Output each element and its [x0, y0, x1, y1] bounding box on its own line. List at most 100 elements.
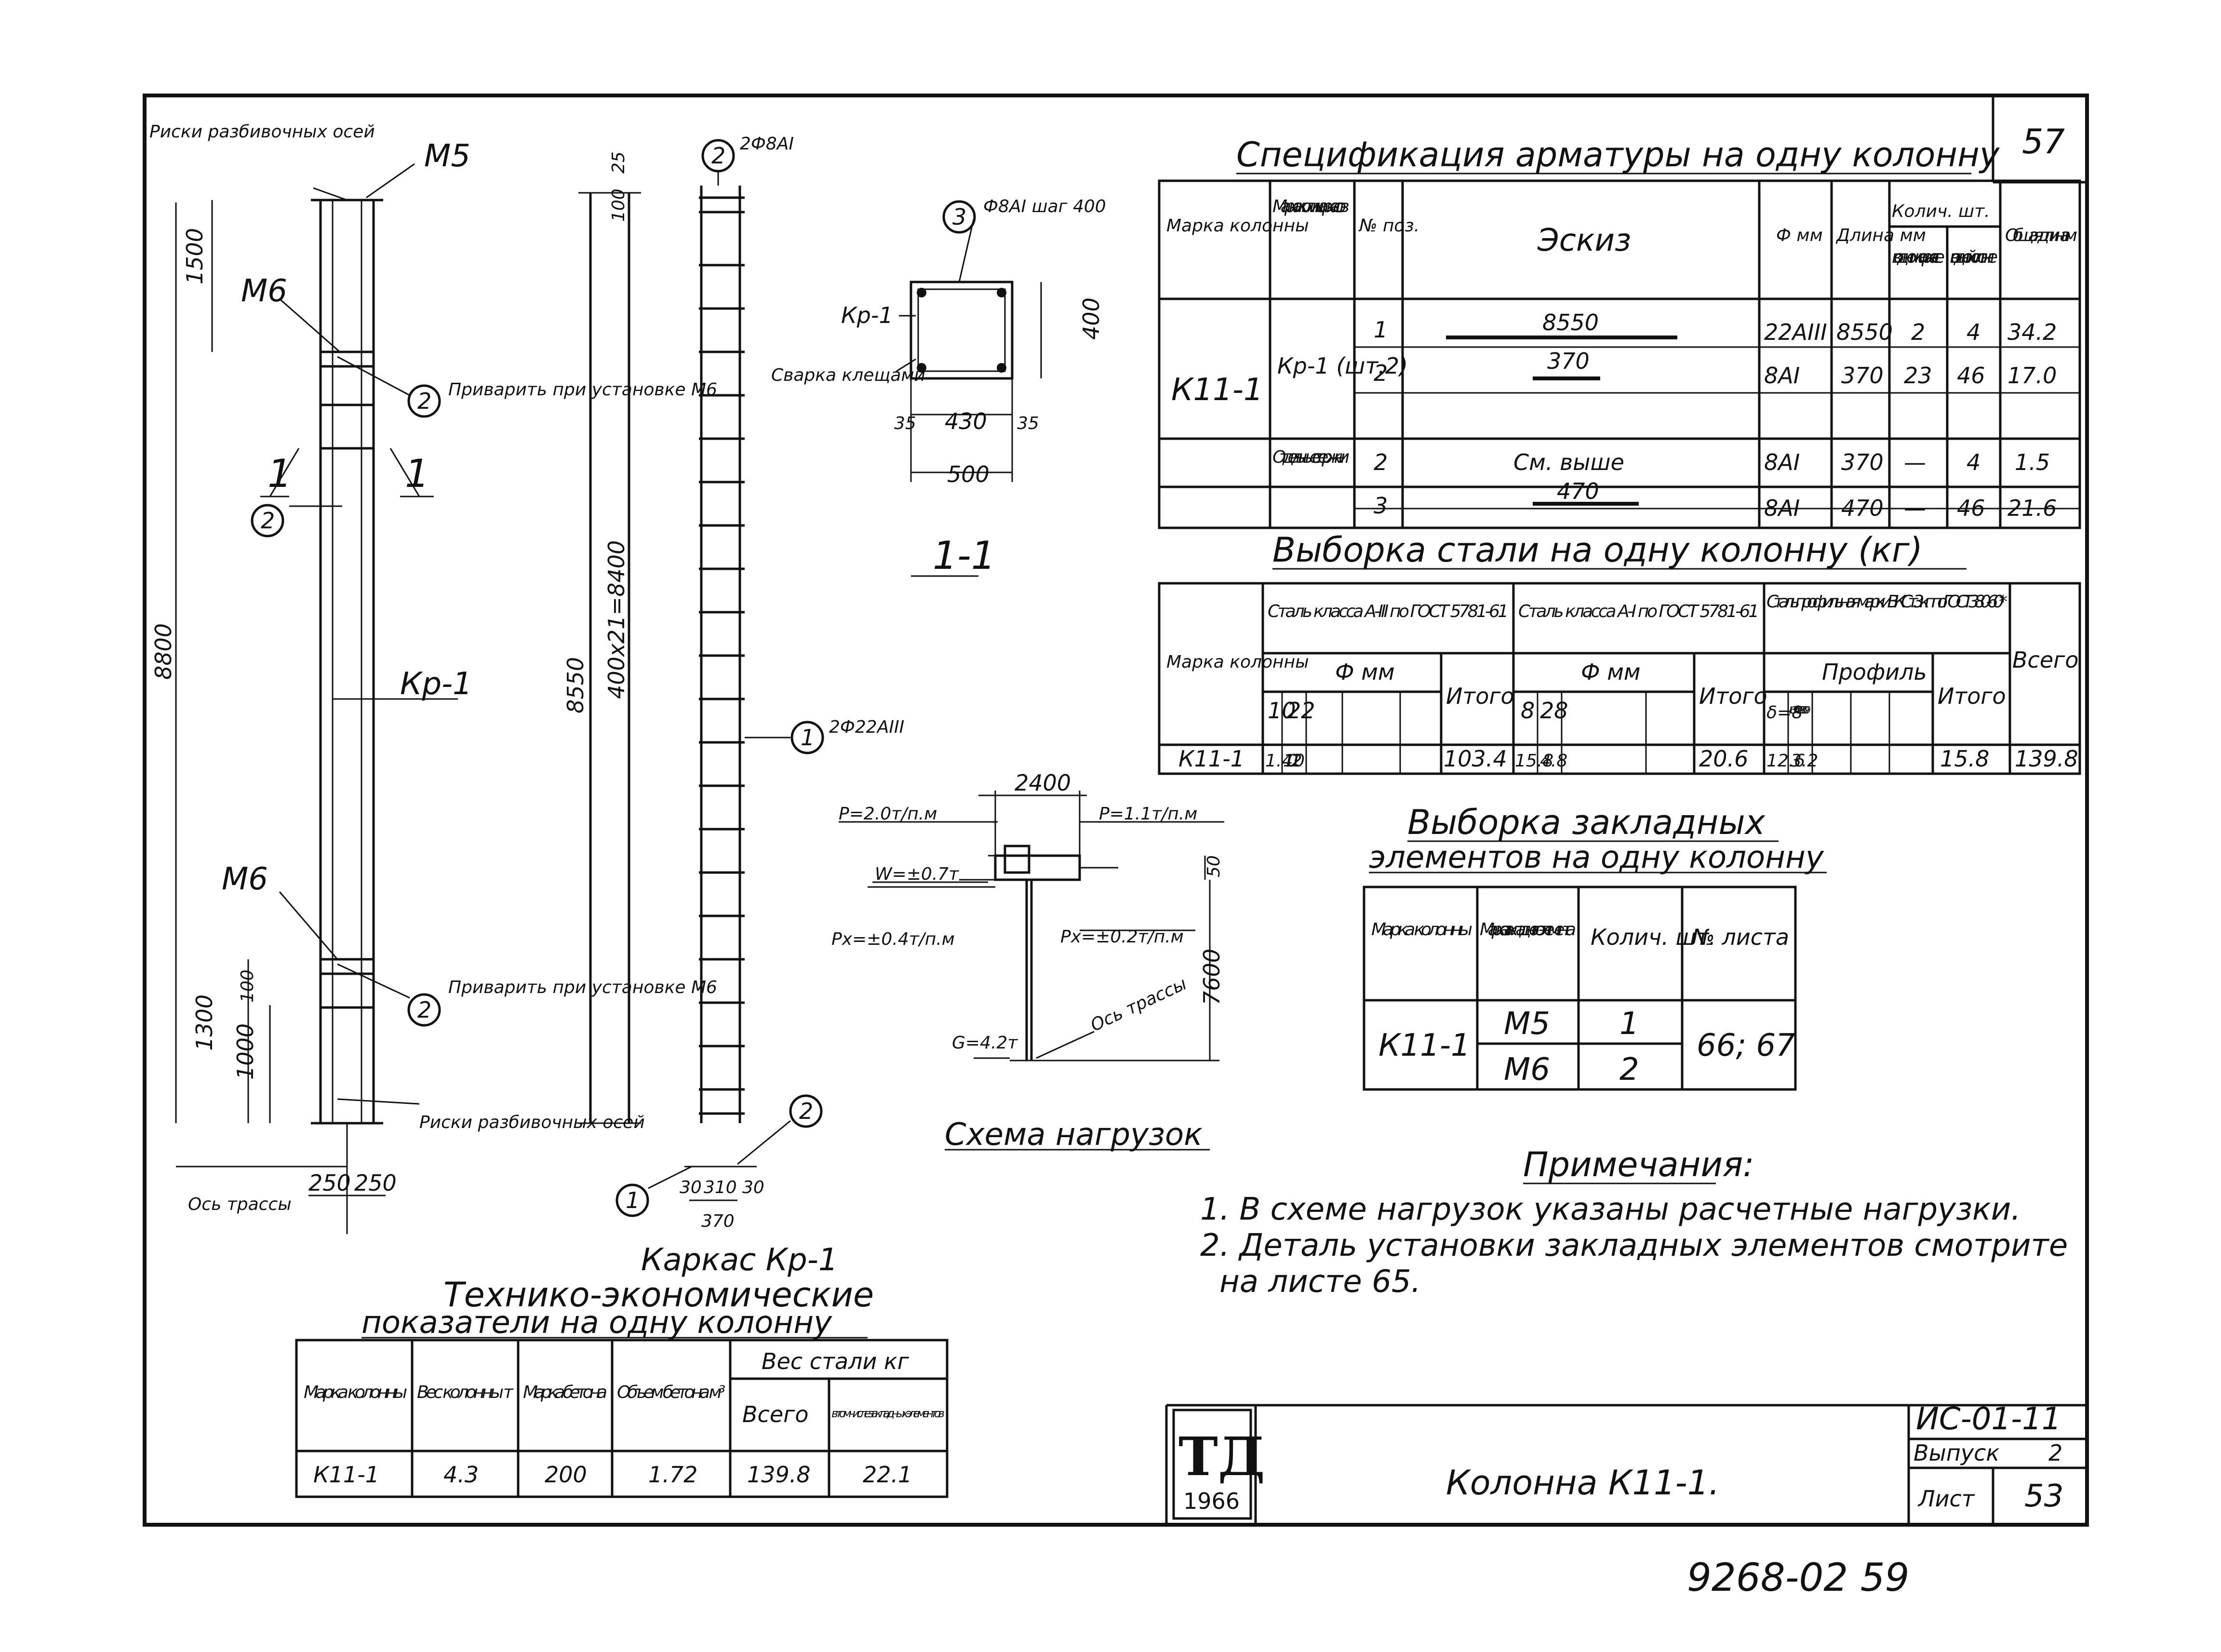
- svg-text:1: 1: [1374, 317, 1388, 343]
- dim-1500: 1500: [182, 228, 208, 284]
- sheet-label: Лист: [1917, 1486, 1975, 1512]
- dim-1000: 1000: [232, 1023, 258, 1080]
- spec-row: 1 8550 22АIII 8550 2 4 34.2: [1374, 309, 2057, 345]
- section-dim-400: 400: [1078, 297, 1104, 340]
- svg-text:4: 4: [1967, 319, 1980, 345]
- steel-h-d10: 10: [1268, 698, 1296, 724]
- title-block: [1165, 1404, 2087, 1525]
- dim-250-left: 250: [308, 1170, 351, 1196]
- spec-h-sketch: Эскиз: [1537, 223, 1631, 258]
- section-dim-500: 500: [947, 461, 990, 487]
- steel-h-plate: δ=8: [1766, 703, 1803, 723]
- drawing-name: Колонна К11-1.: [1446, 1463, 1720, 1503]
- spec-h-frame: Марка и колич. карка-сов: [1272, 197, 1350, 216]
- pos2-cage-bottom-marker: 2: [799, 1098, 813, 1124]
- pos1-bar-label: 2Ф22АIII: [829, 717, 904, 737]
- svg-text:1.72: 1.72: [648, 1462, 697, 1488]
- embedded-table: [1363, 886, 1797, 1091]
- drawing-code: ИС-01-11: [1916, 1401, 2061, 1437]
- issue-label: Выпуск: [1913, 1440, 1999, 1466]
- spec-row: 3 470 8АI 470 — 46 21.6: [1374, 478, 2057, 521]
- svg-text:102.0: 102.0: [1283, 751, 1305, 771]
- svg-text:139.8: 139.8: [747, 1462, 811, 1488]
- svg-text:2: 2: [1911, 319, 1925, 345]
- dim-8550: 8550: [562, 657, 589, 713]
- pos2-cage-top-marker: 2: [711, 143, 725, 169]
- spec-separate: Отдель-ные стерж-ни: [1272, 447, 1350, 467]
- load-scheme: [839, 791, 1224, 1061]
- cage-dim-30b: 30: [742, 1178, 764, 1197]
- dim-1300: 1300: [191, 994, 217, 1051]
- svg-text:23: 23: [1904, 363, 1932, 389]
- spec-col-mark: К11-1: [1171, 372, 1263, 408]
- svg-text:—: —: [1904, 495, 1926, 521]
- spec-h-qty-col: в одной колон-не: [1950, 247, 1998, 267]
- weld-note-top: Приварить при установке М6: [448, 380, 717, 400]
- svg-text:К11-1: К11-1: [1178, 746, 1244, 772]
- td-logo-box: [1172, 1409, 1252, 1520]
- svg-text:4.3: 4.3: [443, 1462, 479, 1488]
- svg-text:470: 470: [1841, 495, 1884, 521]
- load-px-right: Рх=±0.2т/п.м: [1060, 927, 1184, 947]
- pos2-bar-label: 2Ф8АI: [740, 134, 794, 154]
- svg-text:370: 370: [1841, 449, 1884, 475]
- spec-row: 2 См. выше 8АI 370 — 4 1.5: [1374, 449, 2050, 475]
- svg-text:2: 2: [1374, 449, 1388, 475]
- svg-text:1.4: 1.4: [1265, 751, 1293, 771]
- embedded-h-sheet: № листа: [1690, 924, 1789, 950]
- cage-title: Каркас Кр-1: [641, 1242, 838, 1278]
- section-dim-430: 430: [945, 408, 987, 434]
- weld-clamps-label: Сварка клещами: [771, 365, 925, 385]
- tep-title-1: Технико-экономические: [443, 1275, 874, 1315]
- load-axis-route: Ось трассы: [1087, 974, 1190, 1035]
- steel-h-profile: Профиль: [1822, 659, 1927, 685]
- weld-note-bottom: Приварить при установке М6: [448, 978, 717, 997]
- svg-text:12.6: 12.6: [1766, 751, 1805, 771]
- spec-h-col-mark: Марка колонны: [1166, 216, 1309, 236]
- dim-100: 100: [238, 969, 257, 1003]
- svg-text:22АIII: 22АIII: [1764, 319, 1827, 345]
- tep-title-2: показатели на одну колонну: [361, 1305, 832, 1341]
- svg-text:М5: М5: [1504, 1006, 1550, 1042]
- td-year: 1966: [1183, 1488, 1240, 1514]
- tep-h-volume: Объем бетона м³: [617, 1383, 725, 1402]
- section-dim-35b: 35: [1017, 414, 1039, 433]
- svg-text:370: 370: [1547, 348, 1590, 374]
- embedded-title-1: Выборка закладных: [1407, 803, 1766, 842]
- svg-text:8550: 8550: [1836, 319, 1893, 345]
- notes-title: Примечания:: [1523, 1145, 1754, 1184]
- spec-frame: Кр-1 (шт.2): [1277, 353, 1408, 379]
- embedded-row: М5 1: [1504, 1006, 1639, 1042]
- spec-title: Спецификация арматуры на одну колонну: [1236, 135, 2000, 175]
- svg-text:К11-1: К11-1: [313, 1462, 379, 1488]
- svg-text:20.6: 20.6: [1699, 746, 1748, 772]
- pos1-cage-bottom-marker: 1: [626, 1187, 640, 1213]
- dim-100-top: 100: [609, 188, 629, 222]
- svg-text:4.8: 4.8: [1540, 751, 1567, 771]
- steel-row: К11-1 1.4 102.0 103.4 15.8 4.8 20.6 12.6…: [1178, 746, 2078, 772]
- tep-h-concrete: Марка бетона: [523, 1383, 607, 1402]
- pos2-bottom-marker: 2: [417, 997, 431, 1023]
- cage-kr1: [578, 171, 791, 1201]
- svg-text:15.8: 15.8: [1515, 751, 1553, 771]
- section-kr1-label: Кр-1: [841, 302, 893, 328]
- spec-row: 2 370 8АI 370 23 46 17.0: [1374, 348, 2057, 389]
- spec-h-qty: Колич. шт.: [1892, 201, 1990, 221]
- load-scheme-title: Схема нагрузок: [945, 1117, 1203, 1153]
- svg-text:200: 200: [545, 1462, 587, 1488]
- m6-bottom-label: М6: [222, 861, 268, 897]
- dim-250-right: 250: [354, 1170, 397, 1196]
- svg-text:139.8: 139.8: [2015, 746, 2078, 772]
- dim-400x21: 400х21=8400: [603, 540, 629, 699]
- svg-text:1: 1: [1619, 1006, 1639, 1042]
- note-1: 1. В схеме нагрузок указаны расчетные на…: [1200, 1192, 2021, 1227]
- section-title: 1-1: [933, 533, 996, 578]
- steel-h-fmm-b: Ф мм: [1581, 659, 1641, 685]
- section-mark-left: 1: [268, 451, 292, 496]
- marks-top-label: Риски разбивочных осей: [149, 122, 375, 142]
- embedded-title-2: элементов на одну колонну: [1369, 840, 1824, 875]
- tep-h-all: Всего: [742, 1401, 808, 1427]
- load-dim-50: 50: [1204, 855, 1224, 877]
- issue-number: 2: [2048, 1440, 2062, 1466]
